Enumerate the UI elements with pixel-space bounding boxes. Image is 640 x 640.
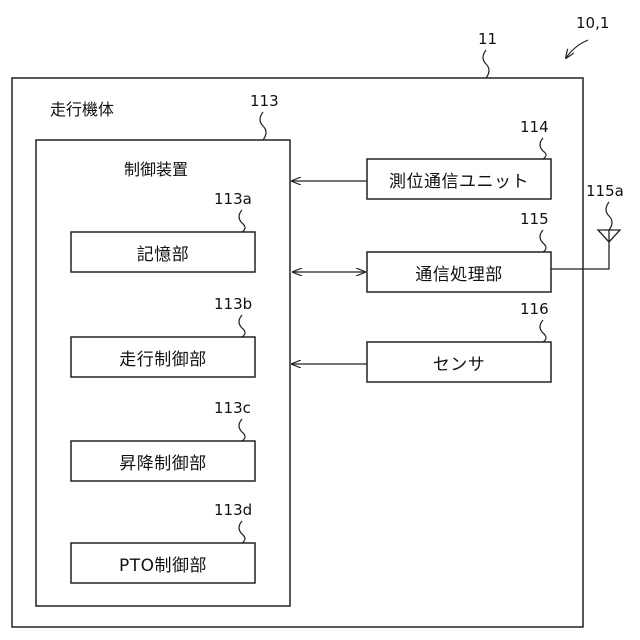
ref-unit-113c: 113c (214, 399, 251, 417)
controller-title: 制御装置 (124, 156, 188, 180)
leader-114 (540, 138, 546, 159)
ref-system: 10,1 (576, 14, 609, 32)
peripheral-label-114: 測位通信ユニット (367, 159, 551, 199)
leader-115 (540, 230, 546, 252)
ref-unit-113a: 113a (214, 190, 252, 208)
leader-113b (239, 315, 245, 337)
leader-113 (260, 112, 266, 140)
peripheral-label-115: 通信処理部 (367, 252, 551, 292)
body-title: 走行機体 (50, 96, 114, 120)
peripheral-label-116: センサ (367, 342, 551, 382)
leader-115a (606, 202, 612, 230)
leader-116 (540, 320, 546, 342)
unit-label-113c: 昇降制御部 (71, 441, 255, 481)
leader-10-1 (566, 40, 588, 58)
leader-113d (239, 521, 245, 543)
ref-peripheral-116: 116 (520, 300, 549, 318)
leader-11 (483, 50, 489, 78)
antenna-line (551, 240, 609, 269)
antenna-icon (598, 230, 620, 242)
ref-unit-113d: 113d (214, 501, 252, 519)
unit-label-113b: 走行制御部 (71, 337, 255, 377)
ref-unit-113b: 113b (214, 295, 252, 313)
ref-controller: 113 (250, 92, 279, 110)
ref-antenna: 115a (586, 182, 624, 200)
ref-peripheral-115: 115 (520, 210, 549, 228)
leader-113c (239, 419, 245, 441)
ref-peripheral-114: 114 (520, 118, 549, 136)
ref-body: 11 (478, 30, 497, 48)
unit-label-113d: PTO制御部 (71, 543, 255, 583)
unit-label-113a: 記憶部 (71, 232, 255, 272)
leader-113a (239, 210, 245, 232)
